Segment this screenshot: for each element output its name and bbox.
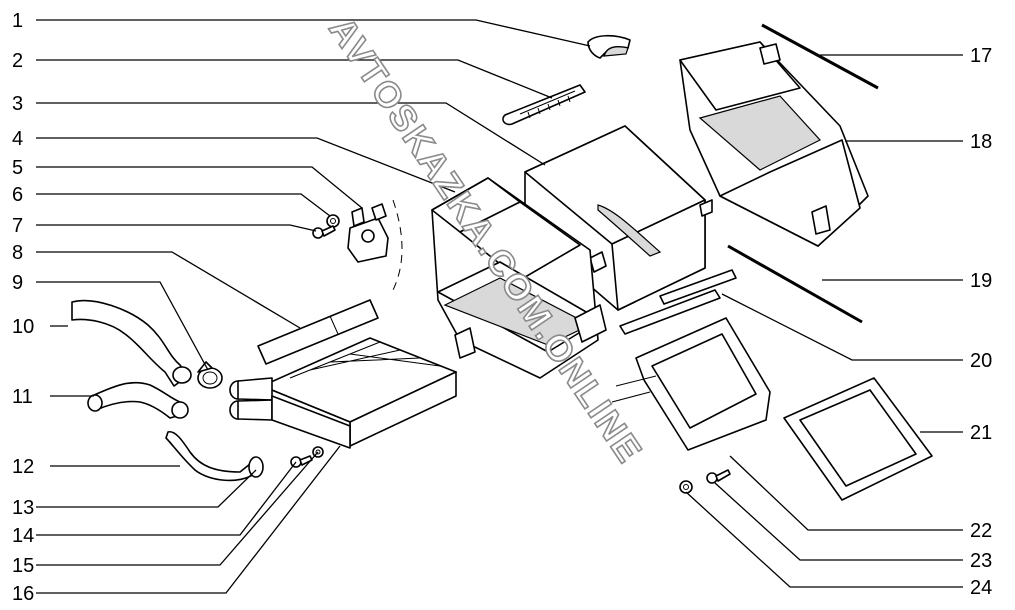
callout-9: 9	[12, 272, 23, 294]
part-13-pipe-clamp	[248, 456, 264, 478]
part-23-screw	[706, 469, 731, 484]
part-20-seal	[619, 269, 737, 335]
leader-lines	[36, 19, 963, 594]
callout-6: 6	[12, 184, 23, 206]
part-24-nut	[679, 480, 693, 494]
callout-18: 18	[970, 131, 992, 153]
callout-4: 4	[12, 128, 23, 150]
heater-radiator	[229, 337, 457, 449]
callout-1: 1	[12, 10, 23, 32]
callout-numbers: 1 2 3 4 5 6 7 8 9 10 11 12 13 14 15 16 1…	[12, 10, 992, 605]
part-21-ring-seal	[783, 377, 933, 501]
callout-10: 10	[12, 316, 34, 338]
callout-3: 3	[12, 93, 23, 115]
callout-16: 16	[12, 583, 34, 605]
part-9-hose-clamp	[197, 361, 223, 389]
callout-13: 13	[12, 497, 34, 519]
callout-8: 8	[12, 242, 23, 264]
callout-20: 20	[970, 350, 992, 372]
callout-19: 19	[970, 270, 992, 292]
callout-7: 7	[12, 215, 23, 237]
part-19-rod	[727, 244, 863, 324]
callout-23: 23	[970, 550, 992, 572]
part-22-frame	[611, 317, 771, 451]
part-1-clip	[587, 34, 631, 59]
part-8-seal-strip	[257, 299, 379, 365]
part-12-pipe	[165, 430, 255, 482]
part-5-actuator	[347, 203, 389, 263]
callout-11: 11	[12, 386, 33, 408]
callout-5: 5	[12, 157, 23, 179]
part-18-upper-housing	[679, 41, 869, 247]
part-10-upper-hose	[71, 299, 192, 387]
part-7-screw	[312, 225, 336, 239]
callout-22: 22	[970, 520, 992, 542]
callout-14: 14	[12, 525, 34, 547]
assembly-arc	[392, 199, 403, 291]
part-4-heater-housing	[431, 177, 607, 379]
callout-21: 21	[970, 422, 992, 444]
callout-17: 17	[970, 45, 992, 67]
callout-24: 24	[970, 577, 992, 599]
part-17-rod	[761, 23, 879, 90]
part-2-strap	[502, 84, 586, 126]
callout-2: 2	[12, 50, 23, 72]
callout-12: 12	[12, 456, 34, 478]
part-11-lower-hose	[87, 381, 189, 419]
callout-15: 15	[12, 555, 34, 577]
